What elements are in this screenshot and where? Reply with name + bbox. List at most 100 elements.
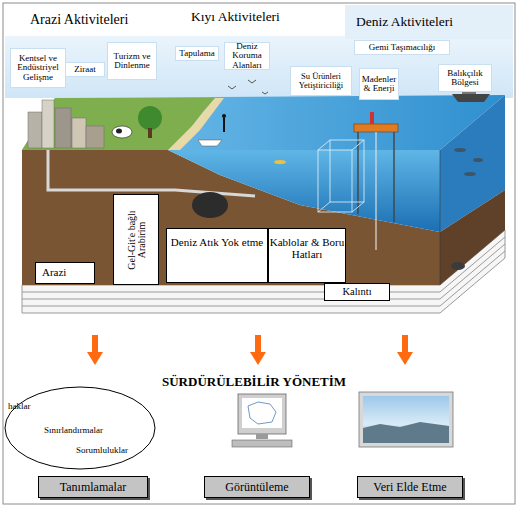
- node-text: Tanımlamalar: [60, 481, 126, 494]
- node-text: Sınırlandırmalar: [44, 426, 103, 435]
- sky-band: [5, 36, 513, 98]
- node-text: Balıkçılık Bölgesi: [439, 69, 491, 88]
- arrow-shaft: [402, 335, 408, 353]
- activity-box: Tapulama: [175, 46, 219, 61]
- node-text: Veri Elde Etme: [373, 481, 446, 494]
- activity-box: Balıkçılık Bölgesi: [438, 64, 492, 92]
- screen-map: [248, 402, 276, 424]
- node-text: Madenler & Enerji: [360, 75, 398, 94]
- rock: [192, 192, 228, 218]
- platform-tower: [370, 112, 374, 124]
- cable: [375, 132, 376, 250]
- node-text: Arazi: [42, 267, 66, 279]
- photo-image: [363, 396, 449, 443]
- cow-spot: [116, 129, 122, 134]
- building: [72, 118, 86, 148]
- beach: [168, 98, 224, 150]
- node-text: Kentsel ve Endüstriyel Gelişme: [11, 54, 65, 82]
- platform: [354, 124, 398, 132]
- activity-box: Deniz Koruma Alanları: [224, 42, 270, 70]
- tree-trunk: [148, 128, 152, 138]
- ellipse-shape: [5, 387, 155, 469]
- ship: [452, 94, 490, 102]
- photo-coast: [363, 422, 449, 443]
- arrow-shaft: [255, 335, 261, 353]
- node-text: Görüntüleme: [225, 481, 288, 494]
- output-box: Veri Elde Etme: [357, 476, 463, 498]
- node-text: Deniz Atık Yok etme: [171, 237, 263, 249]
- fish: [274, 160, 286, 164]
- monitor: [238, 394, 286, 434]
- node-text: Su Ürünleri Yetiştiriciliği: [291, 72, 351, 90]
- tree: [138, 106, 162, 130]
- boat: [198, 140, 222, 146]
- cage-edges: [318, 140, 364, 212]
- output-box: Görüntüleme: [204, 476, 310, 498]
- node-text: Tapulama: [179, 49, 214, 58]
- cage-front: [318, 150, 352, 212]
- arrow-head: [250, 352, 266, 365]
- node-text: Gel-Git'e bağlı Arabirim: [114, 196, 158, 283]
- fish: [454, 148, 466, 152]
- soil-section: [22, 150, 440, 285]
- arrow-head: [397, 352, 413, 365]
- cow: [112, 126, 132, 138]
- activity-box: Madenler & Enerji: [359, 68, 399, 100]
- node-text: Turizm ve Dinlenme: [108, 52, 156, 71]
- node-text: Kalıntı: [342, 286, 371, 297]
- building: [28, 112, 42, 148]
- node-text: Gemi Taşımacılığı: [369, 43, 435, 52]
- person: [223, 118, 225, 132]
- section-title: SÜRDÜRÜLEBİLİR YÖNETİM: [162, 374, 346, 390]
- activity-box: Gemi Taşımacılığı: [354, 40, 450, 55]
- person-head: [222, 114, 226, 118]
- birds: [228, 80, 268, 94]
- area-heading: Kıyı Aktiviteleri: [191, 9, 280, 25]
- sea-surface: [22, 95, 505, 150]
- screen: [242, 398, 282, 428]
- zone-box: Arazi: [35, 262, 95, 284]
- activity-box: Ziraat: [65, 62, 105, 77]
- down-arrows: [87, 335, 413, 365]
- output-box: Tanımlamalar: [38, 476, 148, 498]
- monitor-stand: [256, 434, 268, 439]
- fish: [473, 158, 483, 162]
- node-text: Deniz Koruma Alanları: [225, 42, 269, 70]
- water-section: [168, 150, 440, 232]
- zone-box: Kablolar & Boru Hatları: [268, 228, 346, 283]
- photo-icon: [359, 392, 453, 447]
- sea-heading-band: [345, 5, 513, 39]
- arrow-head: [87, 352, 103, 365]
- crab: [451, 262, 465, 270]
- zone-box: Kalıntı: [324, 283, 390, 301]
- zone-box: Gel-Git'e bağlı Arabirim: [113, 194, 159, 285]
- computer-icon: [232, 394, 292, 447]
- building: [55, 108, 71, 148]
- node-text: Sorumluluklar: [76, 446, 128, 455]
- arrow-shaft: [92, 335, 98, 353]
- area-heading: Arazi Aktiviteleri: [30, 12, 128, 28]
- platform-leg: [393, 132, 394, 222]
- node-text: Ziraat: [74, 65, 96, 74]
- activity-box: Turizm ve Dinlenme: [107, 42, 157, 80]
- area-heading: Deniz Aktiviteleri: [356, 14, 453, 30]
- frame: [3, 3, 515, 504]
- pipe: [48, 150, 255, 196]
- activity-box: Su Ürünleri Yetiştiriciliği: [290, 66, 352, 96]
- building: [86, 126, 104, 148]
- activity-box: Kentsel ve Endüstriyel Gelişme: [10, 48, 66, 88]
- photo-frame: [359, 392, 453, 447]
- seabed-side: [440, 190, 505, 285]
- cage-back: [330, 140, 364, 202]
- city: [28, 100, 104, 148]
- fish-cage: [318, 140, 364, 212]
- node-text: Kablolar & Boru Hatları: [269, 237, 345, 260]
- keyboard: [232, 440, 292, 447]
- node-text: haklar: [8, 402, 31, 411]
- block-edge: [440, 150, 441, 285]
- fish: [464, 172, 476, 176]
- definition-ellipse: haklarSınırlandırmalarSorumluluklar: [4, 386, 156, 470]
- zone-box: Deniz Atık Yok etme: [166, 228, 268, 283]
